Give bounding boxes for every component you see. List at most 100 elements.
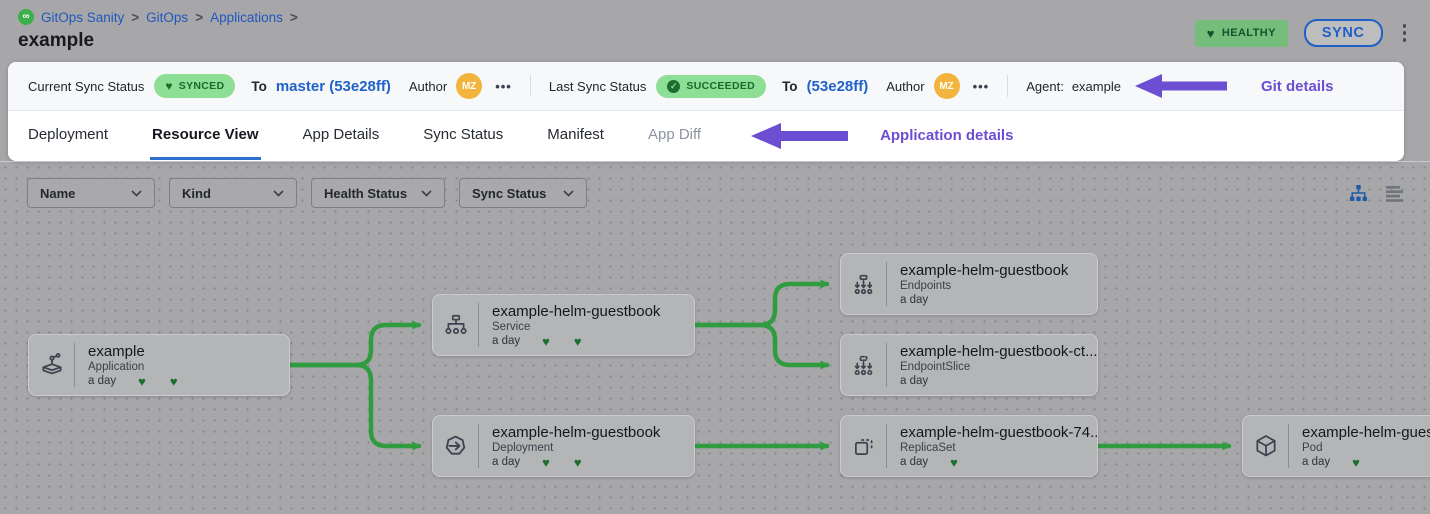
page-title: example (18, 30, 95, 51)
name-filter-label: Name (40, 185, 76, 201)
node-replicaset[interactable]: example-helm-guestbook-74... ReplicaSet … (840, 415, 1098, 477)
breadcrumb: ∞ GitOps Sanity > GitOps > Applications … (18, 9, 298, 25)
health-badge-label: HEALTHY (1221, 27, 1276, 39)
tab-manifest[interactable]: Manifest (547, 125, 604, 143)
health-heart-icon: ♥ (542, 454, 550, 469)
breadcrumb-applications[interactable]: Applications (210, 9, 283, 25)
node-age: a day (492, 335, 521, 347)
kind-filter-dropdown[interactable]: Kind (169, 178, 297, 208)
node-example-application[interactable]: example Application a day♥♥ (28, 334, 290, 396)
node-kind: Pod (1302, 441, 1323, 454)
health-status-badge: ♥ HEALTHY (1194, 19, 1288, 47)
chevron-down-icon (131, 189, 142, 197)
node-age: a day (492, 456, 521, 468)
divider (529, 75, 531, 97)
sync-status-filter-dropdown[interactable]: Sync Status (459, 178, 587, 208)
tab-app-details[interactable]: App Details (302, 125, 380, 143)
health-heart-icon: ♥ (1352, 454, 1360, 469)
succeeded-badge: ✓ SUCCEEDED (656, 74, 767, 98)
node-kind: Endpoints (900, 280, 952, 292)
health-heart-icon: ♥ (950, 454, 958, 469)
author-label: Author (886, 78, 925, 94)
endpoints-icon (841, 262, 887, 306)
current-revision-link[interactable]: master (53e28ff) (275, 77, 391, 95)
node-pod[interactable]: example-helm-guest Pod a day♥ (1242, 415, 1430, 477)
agent-label: Agent: (1026, 78, 1064, 94)
last-revision-link[interactable]: (53e28ff) (806, 77, 869, 95)
application-details-annotation-group: Application details (751, 111, 1013, 160)
author-avatar: MZ (456, 73, 483, 99)
node-name: example-helm-guestbook (492, 423, 661, 441)
node-service[interactable]: example-helm-guestbook Service a day ♥ ♥ (432, 294, 695, 356)
breadcrumb-separator: > (289, 9, 298, 25)
breadcrumb-gitops[interactable]: GitOps (146, 9, 189, 25)
filter-bar: Name Kind Health Status Sync Status (27, 178, 587, 208)
author-avatar: MZ (933, 73, 960, 99)
synced-badge: ♥ SYNCED (154, 74, 236, 98)
node-name: example-helm-guestbook (900, 262, 1069, 279)
node-kind: Application (88, 360, 145, 373)
heart-icon: ♥ (165, 79, 173, 93)
node-age: a day (900, 294, 929, 306)
deployment-icon (433, 424, 479, 468)
last-sync-status-label: Last Sync Status (548, 78, 647, 94)
application-icon (29, 343, 75, 387)
health-heart-icon: ♥ (573, 333, 582, 348)
name-filter-dropdown[interactable]: Name (27, 178, 155, 208)
service-icon (433, 303, 479, 347)
to-label: To (782, 78, 798, 94)
app-tabs: Deployment Resource View App Details Syn… (8, 111, 1404, 160)
list-view-icon[interactable] (1385, 185, 1404, 202)
node-endpoints[interactable]: example-helm-guestbook Endpoints a day (840, 253, 1098, 315)
node-endpointslice[interactable]: example-helm-guestbook-ct... EndpointSli… (840, 334, 1098, 396)
node-name: example (88, 342, 145, 360)
node-name: example-helm-guestbook-74... (900, 423, 1097, 441)
ellipsis-icon[interactable]: ••• (495, 78, 512, 94)
node-age: a day (1302, 456, 1331, 468)
tree-view-icon[interactable] (1349, 184, 1368, 203)
git-details-annotation: Git details (1260, 77, 1334, 95)
breadcrumb-separator: > (131, 9, 140, 25)
sync-status-filter-label: Sync Status (472, 185, 547, 201)
sync-button[interactable]: SYNC (1303, 19, 1383, 47)
health-heart-icon: ♥ (542, 333, 550, 348)
node-deployment[interactable]: example-helm-guestbook Deployment a day ♥… (432, 415, 695, 477)
app-details-panel: Current Sync Status ♥ SYNCED To master (… (8, 62, 1404, 161)
node-name: example-helm-guestbook (492, 302, 661, 320)
replicaset-icon (841, 424, 887, 468)
node-kind: Service (492, 320, 531, 333)
health-status-filter-dropdown[interactable]: Health Status (311, 178, 445, 208)
node-age: a day (900, 375, 929, 387)
tab-app-diff[interactable]: App Diff (647, 125, 702, 143)
ellipsis-icon[interactable]: ••• (972, 78, 990, 94)
endpointslice-icon (841, 343, 887, 387)
health-status-filter-label: Health Status (324, 185, 408, 201)
sync-status-bar: Current Sync Status ♥ SYNCED To master (… (8, 62, 1404, 111)
breadcrumb-gitops-sanity[interactable]: GitOps Sanity (41, 9, 125, 25)
tab-deployment[interactable]: Deployment (28, 125, 109, 143)
chevron-down-icon (563, 189, 574, 197)
health-heart-icon: ♥ (573, 454, 582, 469)
kind-filter-label: Kind (182, 185, 211, 201)
succeeded-badge-label: SUCCEEDED (686, 80, 756, 92)
node-age: a day (88, 375, 117, 387)
heart-icon: ♥ (1206, 25, 1215, 41)
arrow-left-icon (751, 122, 849, 149)
synced-badge-label: SYNCED (178, 80, 225, 92)
arrow-left-icon (1134, 74, 1227, 98)
application-details-annotation: Application details (880, 127, 1014, 144)
tab-sync-status[interactable]: Sync Status (423, 125, 504, 143)
node-kind: ReplicaSet (900, 441, 956, 454)
agent-value: example (1071, 78, 1121, 94)
node-kind: EndpointSlice (900, 361, 971, 373)
pod-icon (1243, 424, 1289, 468)
to-label: To (251, 78, 267, 94)
kebab-menu-icon[interactable] (1399, 20, 1411, 46)
tab-resource-view[interactable]: Resource View (150, 111, 261, 160)
divider (1007, 75, 1009, 97)
node-kind: Deployment (492, 441, 554, 454)
check-circle-icon: ✓ (667, 79, 681, 93)
view-toggle (1349, 184, 1404, 203)
header-actions: ♥ HEALTHY SYNC (1194, 19, 1411, 47)
